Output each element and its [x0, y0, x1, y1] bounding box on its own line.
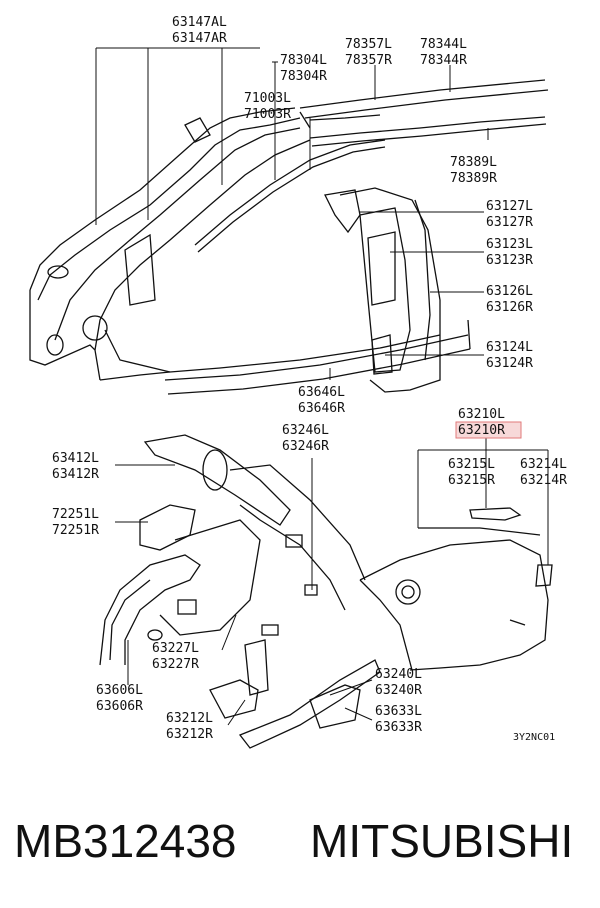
label-63633-l: 63633L: [375, 704, 422, 719]
label-63210-r-highlighted: 63210R: [458, 423, 505, 438]
label-78304-l: 78304L: [280, 53, 327, 68]
label-63212-r: 63212R: [166, 727, 213, 742]
label-78357-l: 78357L: [345, 37, 392, 52]
label-63646-r: 63646R: [298, 401, 345, 416]
label-71003-l: 71003L: [244, 91, 291, 106]
label-63215-r: 63215R: [448, 473, 495, 488]
label-63646-l: 63646L: [298, 385, 345, 400]
label-78389-r: 78389R: [450, 171, 497, 186]
label-63246-r: 63246R: [282, 439, 329, 454]
label-63227-l: 63227L: [152, 641, 199, 656]
label-63412-l: 63412L: [52, 451, 99, 466]
label-63126-l: 63126L: [486, 284, 533, 299]
label-78344-l: 78344L: [420, 37, 467, 52]
label-63210-l: 63210L: [458, 407, 505, 422]
label-63212-l: 63212L: [166, 711, 213, 726]
label-71003-r: 71003R: [244, 107, 291, 122]
label-63126-r: 63126R: [486, 300, 533, 315]
label-72251-l: 72251L: [52, 507, 99, 522]
label-63606-r: 63606R: [96, 699, 143, 714]
part-number: MB312438: [14, 815, 237, 867]
part-labels: 63147AL 63147AR 78304L 78304R 71003L 710…: [52, 15, 567, 743]
label-78344-r: 78344R: [420, 53, 467, 68]
label-63412-r: 63412R: [52, 467, 99, 482]
label-63147a-l: 63147AL: [172, 15, 227, 30]
label-63123-l: 63123L: [486, 237, 533, 252]
label-63214-l: 63214L: [520, 457, 567, 472]
label-63214-r: 63214R: [520, 473, 567, 488]
label-63227-r: 63227R: [152, 657, 199, 672]
label-78357-r: 78357R: [345, 53, 392, 68]
label-63124-r: 63124R: [486, 356, 533, 371]
label-63240-l: 63240L: [375, 667, 422, 682]
label-63124-l: 63124L: [486, 340, 533, 355]
footer: MB312438 MITSUBISHI: [0, 800, 600, 908]
label-63127-r: 63127R: [486, 215, 533, 230]
label-78389-l: 78389L: [450, 155, 497, 170]
parts-diagram: 63147AL 63147AR 78304L 78304R 71003L 710…: [29, 15, 567, 749]
diagram-code: 3Y2NC01: [513, 732, 555, 743]
label-63215-l: 63215L: [448, 457, 495, 472]
leader-lines: [95, 47, 549, 726]
label-63633-r: 63633R: [375, 720, 422, 735]
brand-name: MITSUBISHI: [310, 815, 574, 867]
label-63246-l: 63246L: [282, 423, 329, 438]
label-63123-r: 63123R: [486, 253, 533, 268]
highlight-box: [455, 421, 522, 439]
label-63240-r: 63240R: [375, 683, 422, 698]
rear-quarter-drawing: [99, 434, 553, 749]
label-78304-r: 78304R: [280, 69, 327, 84]
upper-body-side-drawing: [29, 79, 549, 395]
label-63127-l: 63127L: [486, 199, 533, 214]
label-72251-r: 72251R: [52, 523, 99, 538]
label-63147a-r: 63147AR: [172, 31, 227, 46]
label-63606-l: 63606L: [96, 683, 143, 698]
